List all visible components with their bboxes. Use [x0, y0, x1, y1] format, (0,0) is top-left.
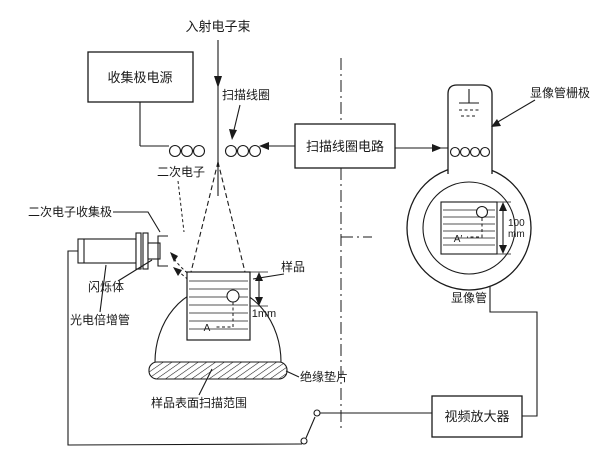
label-scan-coil: 扫描线圈 [222, 88, 270, 102]
signal-wiring [67, 250, 432, 446]
label-insulating-spacer: 绝缘垫片 [300, 369, 348, 384]
scan-coil-arrow-icon [229, 129, 237, 140]
crt-wiring [489, 286, 538, 417]
secondary-collector-cup [157, 235, 168, 267]
label-scintillator: 闪烁体 [88, 280, 124, 294]
label-point-a-prime: A′ [454, 234, 463, 245]
label-scan-coil-circuit: 扫描线圈电路 [306, 139, 384, 154]
crt-grid-electrode [459, 89, 479, 117]
crt-deflection-coils [449, 146, 491, 158]
label-point-a: A [204, 323, 211, 334]
collector-supply-box [87, 51, 194, 147]
switch-terminal [300, 437, 308, 445]
label-sample: 样品 [281, 259, 305, 274]
crt-feature-spot [475, 205, 489, 219]
sample-assembly [148, 161, 288, 380]
label-crt-grid: 显像管栅极 [530, 85, 590, 100]
sample-feature-spot [226, 289, 240, 303]
label-sample-depth: 1mm [252, 308, 276, 320]
crt-screen [440, 201, 498, 255]
video-amplifier-box [431, 395, 523, 438]
label-incident-beam: 入射电子束 [185, 19, 250, 34]
label-crt-dim-unit: mm [508, 229, 525, 240]
label-collector-supply: 收集极电源 [107, 70, 172, 85]
crt-grid-arrow-icon [491, 119, 501, 127]
switch-arm [305, 416, 316, 439]
crt-feed-arrow-icon [432, 144, 442, 152]
photomultiplier-assembly [77, 232, 168, 270]
beam-arrow-icon [214, 76, 222, 88]
label-leaders [99, 99, 536, 396]
centerline [340, 58, 372, 432]
label-video-amplifier: 视频放大器 [444, 409, 509, 424]
label-sample-scan-area: 样品表面扫描范围 [151, 395, 247, 410]
label-crt: 显像管 [451, 290, 487, 305]
label-secondary-electron: 二次电子 [157, 165, 205, 179]
display-tube [406, 84, 532, 291]
incident-beam [214, 40, 222, 196]
label-crt-dim-value: 100 [508, 218, 525, 229]
label-photomultiplier: 光电倍增管 [70, 312, 130, 327]
label-secondary-collector: 二次电子收集极 [28, 204, 112, 219]
scintillator-tip [147, 242, 161, 260]
switch-terminal [313, 409, 321, 417]
scan-coil-symbol [168, 142, 295, 158]
pmt-flange [135, 232, 142, 270]
insulating-spacer-base [148, 361, 288, 380]
scan-coil-circuit-box [294, 123, 448, 169]
sample-block [186, 271, 251, 341]
coil-feed-arrow-icon [259, 142, 269, 150]
crt-dimension [497, 201, 511, 255]
